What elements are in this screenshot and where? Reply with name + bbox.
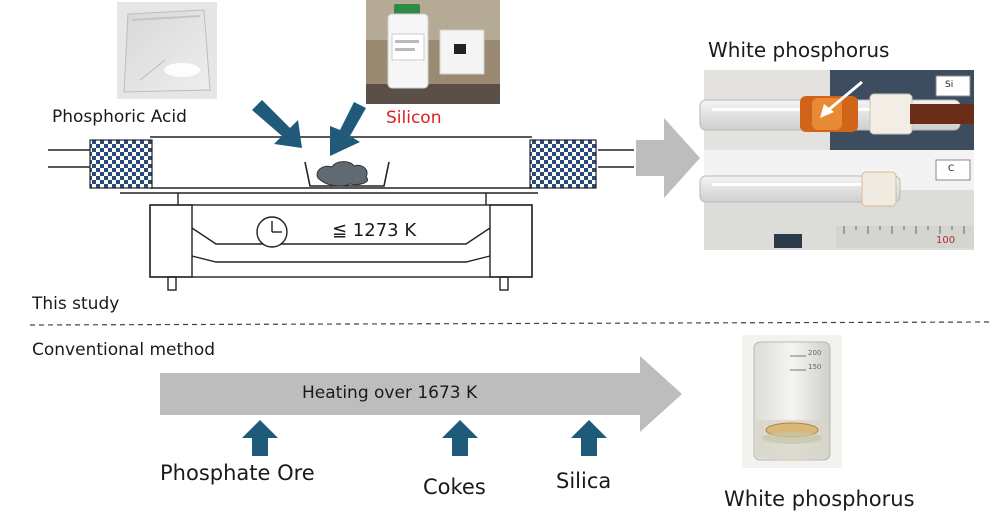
beaker-photo (742, 335, 842, 468)
sample-boat (304, 161, 390, 187)
white-phosphorus-tube-photo (699, 70, 974, 250)
photo-tag-c: C (948, 164, 955, 174)
photo-tag-si: Si (945, 80, 954, 90)
left-insulation-plug (89, 139, 153, 189)
furnace (120, 192, 538, 291)
process-arrow (160, 356, 682, 432)
temperature-label: ≦ 1273 K (332, 220, 417, 241)
down-arrow-icon (330, 102, 366, 156)
beaker-mark-150: 150 (808, 363, 822, 371)
product-label-conventional: White phosphorus (724, 487, 915, 511)
right-arrow-icon (636, 118, 700, 198)
input-silica-label: Silica (556, 469, 612, 493)
right-insulation-plug (529, 139, 597, 189)
up-arrow-icon (242, 420, 278, 456)
up-arrow-icon (442, 420, 478, 456)
section-label-this-study: This study (32, 294, 120, 314)
input-phosphate-ore-label: Phosphate Ore (160, 461, 315, 485)
phosphoric-acid-photo (117, 2, 217, 99)
silicon-photo (366, 0, 500, 104)
clock-icon (256, 216, 288, 248)
down-arrow-icon (252, 100, 302, 148)
reactant-phosphoric-acid-label: Phosphoric Acid (52, 107, 187, 127)
input-cokes-label: Cokes (423, 475, 486, 499)
up-arrow-icon (571, 420, 607, 456)
reactant-silicon-label: Silicon (386, 108, 442, 128)
ruler-number: 100 (936, 235, 956, 246)
section-divider (29, 321, 991, 326)
product-label-this-study: White phosphorus (708, 38, 890, 62)
section-label-conventional: Conventional method (32, 340, 216, 360)
process-label: Heating over 1673 K (302, 383, 478, 403)
beaker-mark-200: 200 (808, 349, 822, 357)
